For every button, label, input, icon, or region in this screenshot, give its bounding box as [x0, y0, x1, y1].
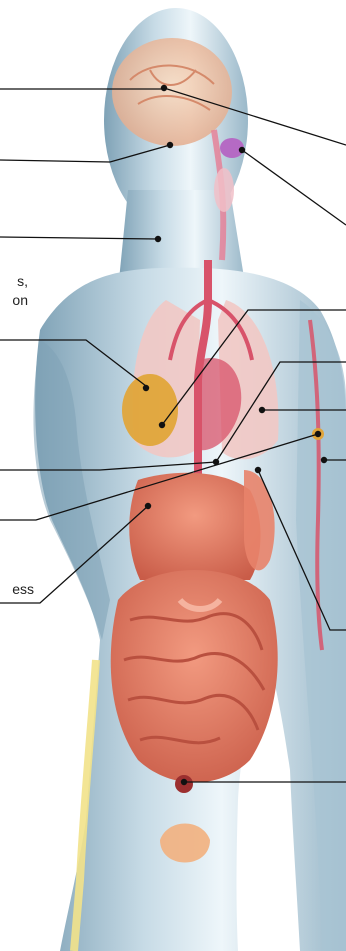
stomach [129, 473, 260, 580]
label-cutoff-nerves: s, on [0, 272, 28, 310]
label-cutoff-stress: ess [0, 580, 34, 599]
liver [122, 374, 178, 446]
leader-thyroid [242, 150, 346, 225]
brain [112, 38, 232, 146]
leader-reproductive-dot [181, 779, 187, 785]
leader-pituitary-dot [167, 142, 173, 148]
leader-shoulder-dot [315, 431, 321, 437]
leader-kidney-dot [255, 467, 261, 473]
leader-thyroid-dot [239, 147, 245, 153]
leader-heart-dot [143, 385, 149, 391]
leader-neck-dot [155, 236, 161, 242]
leader-arm-vessel-dot [321, 457, 327, 463]
intestines [111, 570, 278, 783]
salivary-gland [214, 168, 234, 212]
leader-liver-dot [159, 422, 165, 428]
leader-lung-dot [259, 407, 265, 413]
leader-stomach-dot [145, 503, 151, 509]
